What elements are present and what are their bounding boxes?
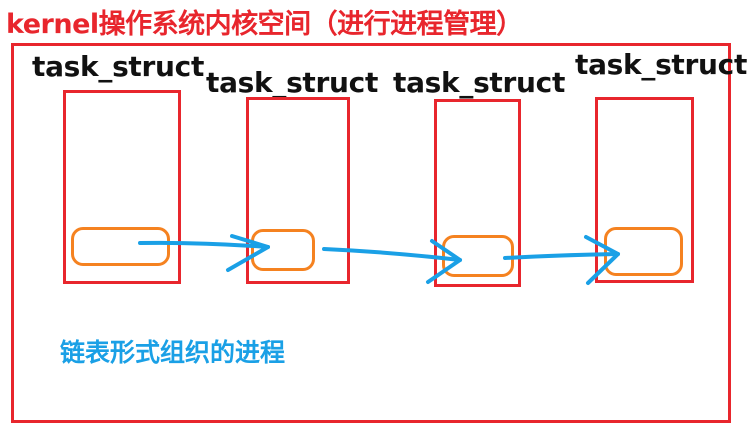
next-arrow-1 [138, 234, 270, 272]
next-arrow-3 [503, 235, 620, 285]
list-node-4 [604, 227, 683, 276]
task-struct-label-1: task_struct [32, 50, 205, 83]
task-struct-label-4: task_struct [575, 48, 748, 81]
list-node-2 [251, 229, 315, 271]
list-node-1 [71, 227, 170, 266]
caption-linked-list: 链表形式组织的进程 [60, 338, 286, 367]
diagram-title: kernel操作系统内核空间（进行进程管理） [6, 9, 523, 40]
kernel-space-frame [11, 43, 731, 423]
task-struct-box-4 [595, 97, 694, 283]
task-struct-label-2: task_struct [206, 66, 379, 99]
next-arrow-2 [322, 239, 462, 284]
task-struct-label-3: task_struct [393, 66, 566, 99]
task-struct-box-3 [434, 99, 521, 287]
task-struct-box-1 [63, 90, 181, 284]
task-struct-box-2 [246, 97, 350, 284]
